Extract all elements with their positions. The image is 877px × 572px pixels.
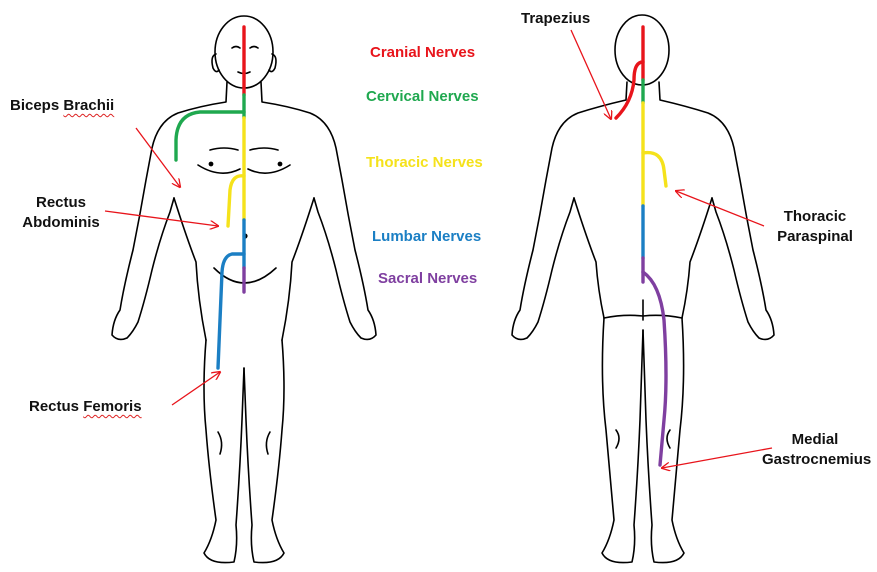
label-rectus-femoris: Rectus Femoris: [29, 397, 142, 417]
legend-sacral: Sacral Nerves: [378, 269, 477, 289]
label-rectus-abdominis-line1: Rectus: [18, 193, 104, 213]
legend-lumbar: Lumbar Nerves: [372, 227, 481, 247]
arrow-rectus-abdominis: [105, 211, 218, 226]
arrow-trapezius: [571, 30, 611, 119]
label-rectus-abdominis-line2: Abdominis: [18, 213, 104, 233]
legend-cervical: Cervical Nerves: [366, 87, 479, 107]
label-trapezius: Trapezius: [521, 9, 590, 29]
biceps-nerve-branch: [176, 112, 244, 160]
arrow-biceps: [136, 128, 180, 187]
label-biceps-brachii: Biceps Brachii: [10, 96, 114, 116]
label-biceps-second: Brachii: [63, 97, 114, 114]
label-rectus-femoris-second: Femoris: [83, 398, 141, 415]
label-rectus-femoris-first: Rectus: [29, 398, 79, 415]
femoris-nerve-branch: [218, 254, 244, 368]
label-thoracic-paraspinal-line1: Thoracic: [766, 207, 864, 227]
arrow-rectus-femoris: [172, 372, 220, 405]
front-nerve-lines: [176, 27, 244, 368]
label-rectus-abdominis: Rectus Abdominis: [18, 193, 104, 233]
label-thoracic-paraspinal-line2: Paraspinal: [766, 227, 864, 247]
label-biceps-first: Biceps: [10, 97, 59, 114]
label-thoracic-paraspinal: Thoracic Paraspinal: [766, 207, 864, 247]
paraspinal-nerve-branch: [643, 153, 666, 186]
label-medial-gastrocnemius: Medial Gastrocnemius: [762, 430, 868, 470]
abdominis-nerve-branch: [228, 176, 244, 226]
legend-cranial: Cranial Nerves: [370, 43, 475, 63]
label-medial-gastrocnemius-line1: Medial: [762, 430, 868, 450]
label-medial-gastrocnemius-line2: Gastrocnemius: [762, 450, 868, 470]
legend-thoracic: Thoracic Nerves: [366, 153, 483, 173]
